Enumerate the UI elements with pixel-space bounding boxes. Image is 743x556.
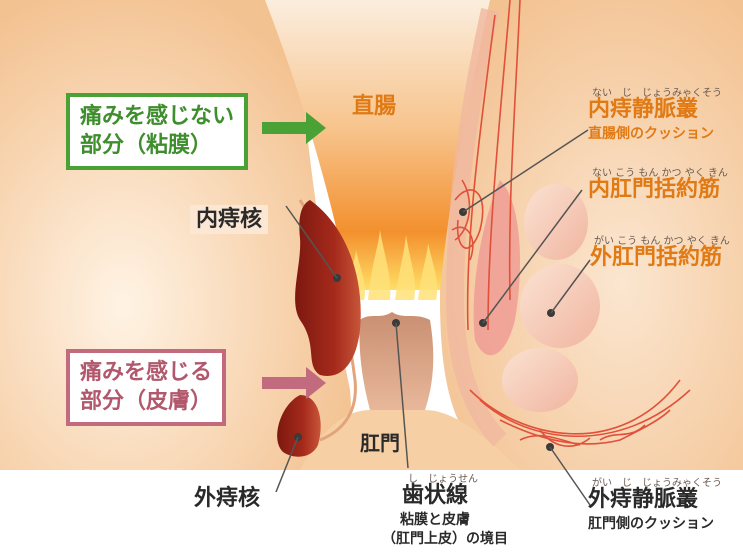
external-hemorrhoid-label: 外痔核 [194, 486, 261, 511]
perineum [300, 410, 520, 470]
rectal-wall-right [445, 8, 507, 447]
external-venous-plexus-sub: 肛門側のクッション [588, 516, 714, 532]
internal-sphincter-title: 内肛門括約筋 [588, 177, 721, 202]
dentate-line-sub1: 粘膜と皮膚 [400, 512, 470, 528]
leader-lines [275, 129, 591, 506]
dentate-line-title: 歯状線 [402, 483, 469, 508]
external-sphincter-ruby: がい こう もん かつ やく きん [594, 236, 730, 247]
pain-box-line1: 痛みを感じる [80, 360, 213, 385]
no-pain-box: 痛みを感じない 部分（粘膜） [66, 93, 249, 171]
internal-hemorrhoid-label: 内痔核 [190, 205, 269, 235]
anus-label: 肛門 [360, 431, 400, 455]
venous-plexus-vessels [451, 0, 691, 447]
dentate-line-ruby: し じょうせん [408, 474, 478, 485]
right-buttock [440, 0, 743, 470]
pink-arrow [262, 367, 326, 399]
anal-canal-skin [359, 312, 434, 410]
pain-box-line2: 部分（皮膚） [80, 388, 213, 414]
external-sphincter-middle [520, 264, 600, 348]
external-sphincter-lower [502, 348, 578, 412]
dentate-line-sub2: （肛門上皮）の境目 [382, 531, 508, 547]
external-venous-plexus-ruby: がい じ じょうみゃくそう [592, 478, 722, 489]
external-hemorrhoid [277, 395, 321, 457]
no-pain-box-line2: 部分（粘膜） [80, 132, 213, 158]
internal-hemorrhoid [295, 200, 361, 376]
rectum-interior [265, 0, 490, 290]
green-arrow [262, 112, 326, 144]
internal-venous-plexus-ruby: ない じ じょうみゃくそう [592, 88, 722, 99]
internal-sphincter-muscle [473, 180, 520, 356]
pain-box: 痛みを感じる 部分（皮膚） [66, 349, 227, 427]
no-pain-box-line1: 痛みを感じない [80, 104, 235, 129]
external-venous-plexus-title: 外痔静脈叢 [588, 487, 699, 512]
external-sphincter-title: 外肛門括約筋 [590, 245, 723, 270]
internal-sphincter-ruby: ない こう もん かつ やく きん [592, 168, 728, 179]
internal-venous-plexus-title: 内痔静脈叢 [588, 97, 699, 122]
rectum-label: 直腸 [352, 94, 397, 119]
internal-venous-plexus-sub: 直腸側のクッション [588, 126, 714, 142]
